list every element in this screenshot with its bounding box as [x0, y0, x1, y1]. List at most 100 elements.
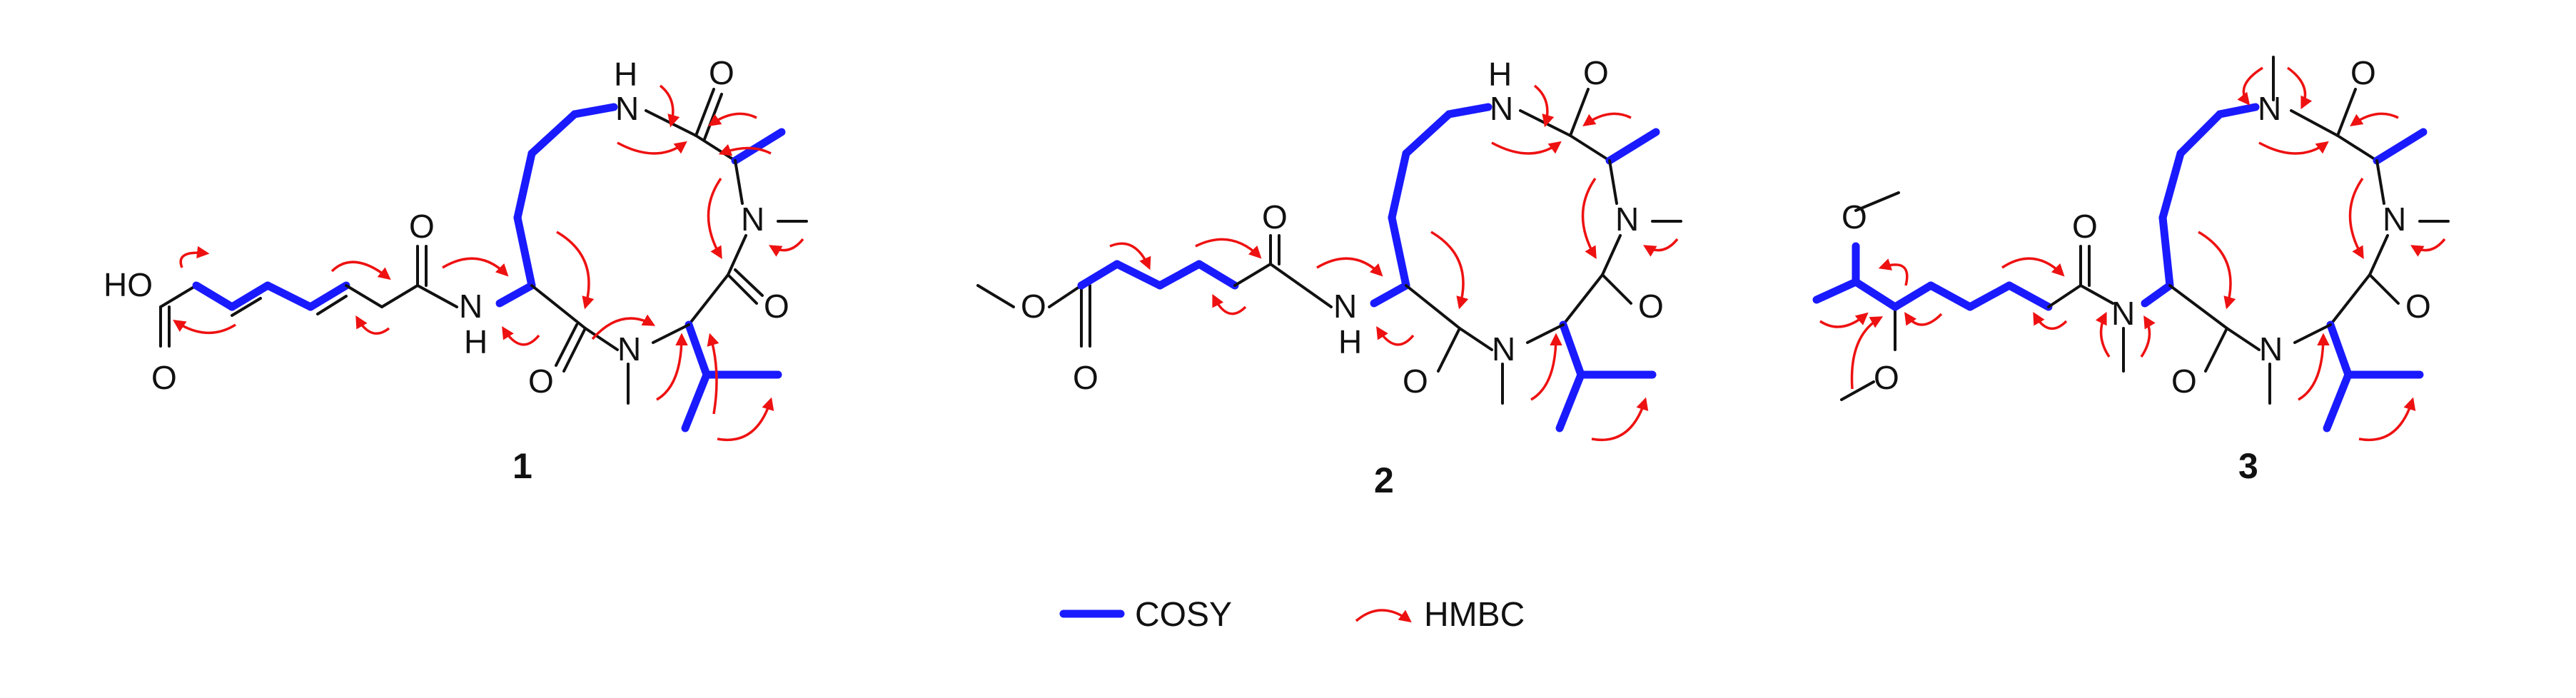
amide-nitrogen: N	[1333, 288, 1357, 325]
bond	[727, 273, 758, 305]
hmbc-arrow	[1533, 84, 1555, 128]
bond	[530, 284, 587, 330]
hmbc-arrow	[2298, 333, 2330, 401]
bond	[1601, 234, 1622, 276]
bond	[345, 284, 383, 308]
bond	[1854, 191, 1900, 212]
amide-nitrogen: N	[2111, 295, 2135, 332]
ester-oxygen: O	[1021, 288, 1046, 325]
ring-carbonyl-oxygen-2: O	[2405, 288, 2431, 325]
methyl-nitrogen: N	[1615, 201, 1639, 238]
hmbc-arrow	[2350, 112, 2399, 127]
ring-carbonyl-oxygen: O	[2350, 54, 2376, 91]
cosy-bond	[2005, 281, 2053, 311]
bond	[159, 284, 198, 308]
bond	[2168, 284, 2228, 330]
bond	[2290, 109, 2339, 137]
ring-carbonyl-oxygen-3: O	[1403, 363, 1428, 400]
bond	[1233, 263, 1272, 287]
methyl-nitrogen-2: N	[2259, 330, 2283, 368]
hmbc-arrow	[2140, 315, 2156, 358]
ring-hydrogen: H	[1488, 56, 1512, 93]
bond	[1569, 134, 1611, 162]
cosy-bond	[1370, 281, 1410, 308]
hmbc-arrow	[1819, 312, 1869, 328]
hmbc-arrow	[2258, 141, 2329, 155]
legend-hmbc-label: HMBC	[1424, 596, 1525, 634]
bond	[1526, 323, 1565, 344]
hmbc-arrow	[2033, 311, 2068, 330]
cosy-bond	[513, 213, 536, 290]
bond	[694, 134, 737, 162]
cosy-bond	[1388, 213, 1410, 290]
bond	[2336, 134, 2378, 162]
bond	[694, 88, 715, 137]
cosy-bond	[2216, 103, 2260, 118]
cosy-bond	[1077, 260, 1121, 290]
cosy-bond	[1891, 281, 1935, 311]
bond	[231, 297, 262, 317]
hmbc-arrow	[2348, 177, 2364, 260]
compound-1-tail	[159, 245, 536, 348]
cosy-bond	[2326, 320, 2353, 379]
cosy-bond	[1388, 149, 1410, 222]
hmbc-arrow	[1904, 312, 1943, 326]
bond	[316, 295, 348, 315]
legend-hmbc-swatch	[1355, 609, 1412, 623]
cosy-bond	[731, 128, 786, 165]
ring-carbonyl-oxygen-3: O	[2171, 363, 2197, 400]
hmbc-arrow	[1491, 141, 1562, 155]
hmbc-arrow	[2237, 66, 2263, 106]
bond	[734, 159, 744, 205]
hmbc-arrow	[708, 112, 757, 127]
bond	[1562, 273, 1604, 326]
cosy-bond	[513, 149, 536, 222]
hmbc-arrow	[617, 141, 687, 155]
ring-carbonyl-oxygen-3: O	[528, 363, 554, 400]
legend-cosy-label: COSY	[1135, 596, 1232, 634]
hmbc-arrow	[718, 143, 772, 156]
bond	[976, 284, 1015, 308]
compound-1-structure: HO O O N H H N O N O N O 1	[103, 54, 808, 486]
cosy-bond	[1113, 260, 1164, 290]
bond	[2336, 88, 2357, 137]
hmbc-arrow	[1582, 112, 1632, 127]
compound-2-structure: O O O N H H N O N O N O 2	[976, 54, 1682, 500]
hmbc-arrow	[1212, 293, 1247, 315]
hmbc-arrow	[656, 333, 688, 401]
ring-carbonyl-oxygen-2: O	[1638, 288, 1664, 325]
hmbc-arrow	[1642, 238, 1679, 257]
cosy-bond	[1559, 320, 1585, 379]
bond	[1569, 88, 1590, 137]
bond	[2293, 323, 2332, 344]
bond	[416, 284, 458, 308]
bond	[380, 284, 419, 308]
cosy-bond	[192, 281, 236, 311]
amide-carbonyl-oxygen: O	[2072, 208, 2098, 245]
bond	[562, 327, 587, 373]
hmbc-arrow	[2410, 238, 2446, 257]
cosy-bond	[685, 320, 711, 379]
bond	[555, 323, 578, 367]
cosy-bond	[495, 281, 536, 308]
methyl-nitrogen-2: N	[1492, 330, 1515, 368]
hmbc-arrow	[2358, 397, 2416, 441]
cosy-bond	[681, 370, 711, 433]
cosy-bond	[2141, 281, 2174, 308]
bond	[2375, 159, 2385, 205]
methyl-nitrogen: N	[741, 201, 764, 238]
hmbc-arrow	[1316, 257, 1383, 277]
compound-1-ring	[513, 88, 808, 433]
amide-carbonyl-oxygen: O	[1262, 198, 1288, 236]
cosy-bond	[1555, 370, 1585, 433]
bond	[652, 323, 690, 344]
bond	[2368, 234, 2389, 276]
hmbc-arrow	[2198, 231, 2236, 310]
hmbc-arrow	[1109, 242, 1151, 270]
amide-carbonyl-oxygen: O	[409, 208, 435, 245]
bond	[584, 327, 619, 351]
hmbc-arrow	[1430, 231, 1469, 310]
hydroxyl-label: HO	[103, 266, 153, 303]
bond	[1601, 273, 1632, 305]
